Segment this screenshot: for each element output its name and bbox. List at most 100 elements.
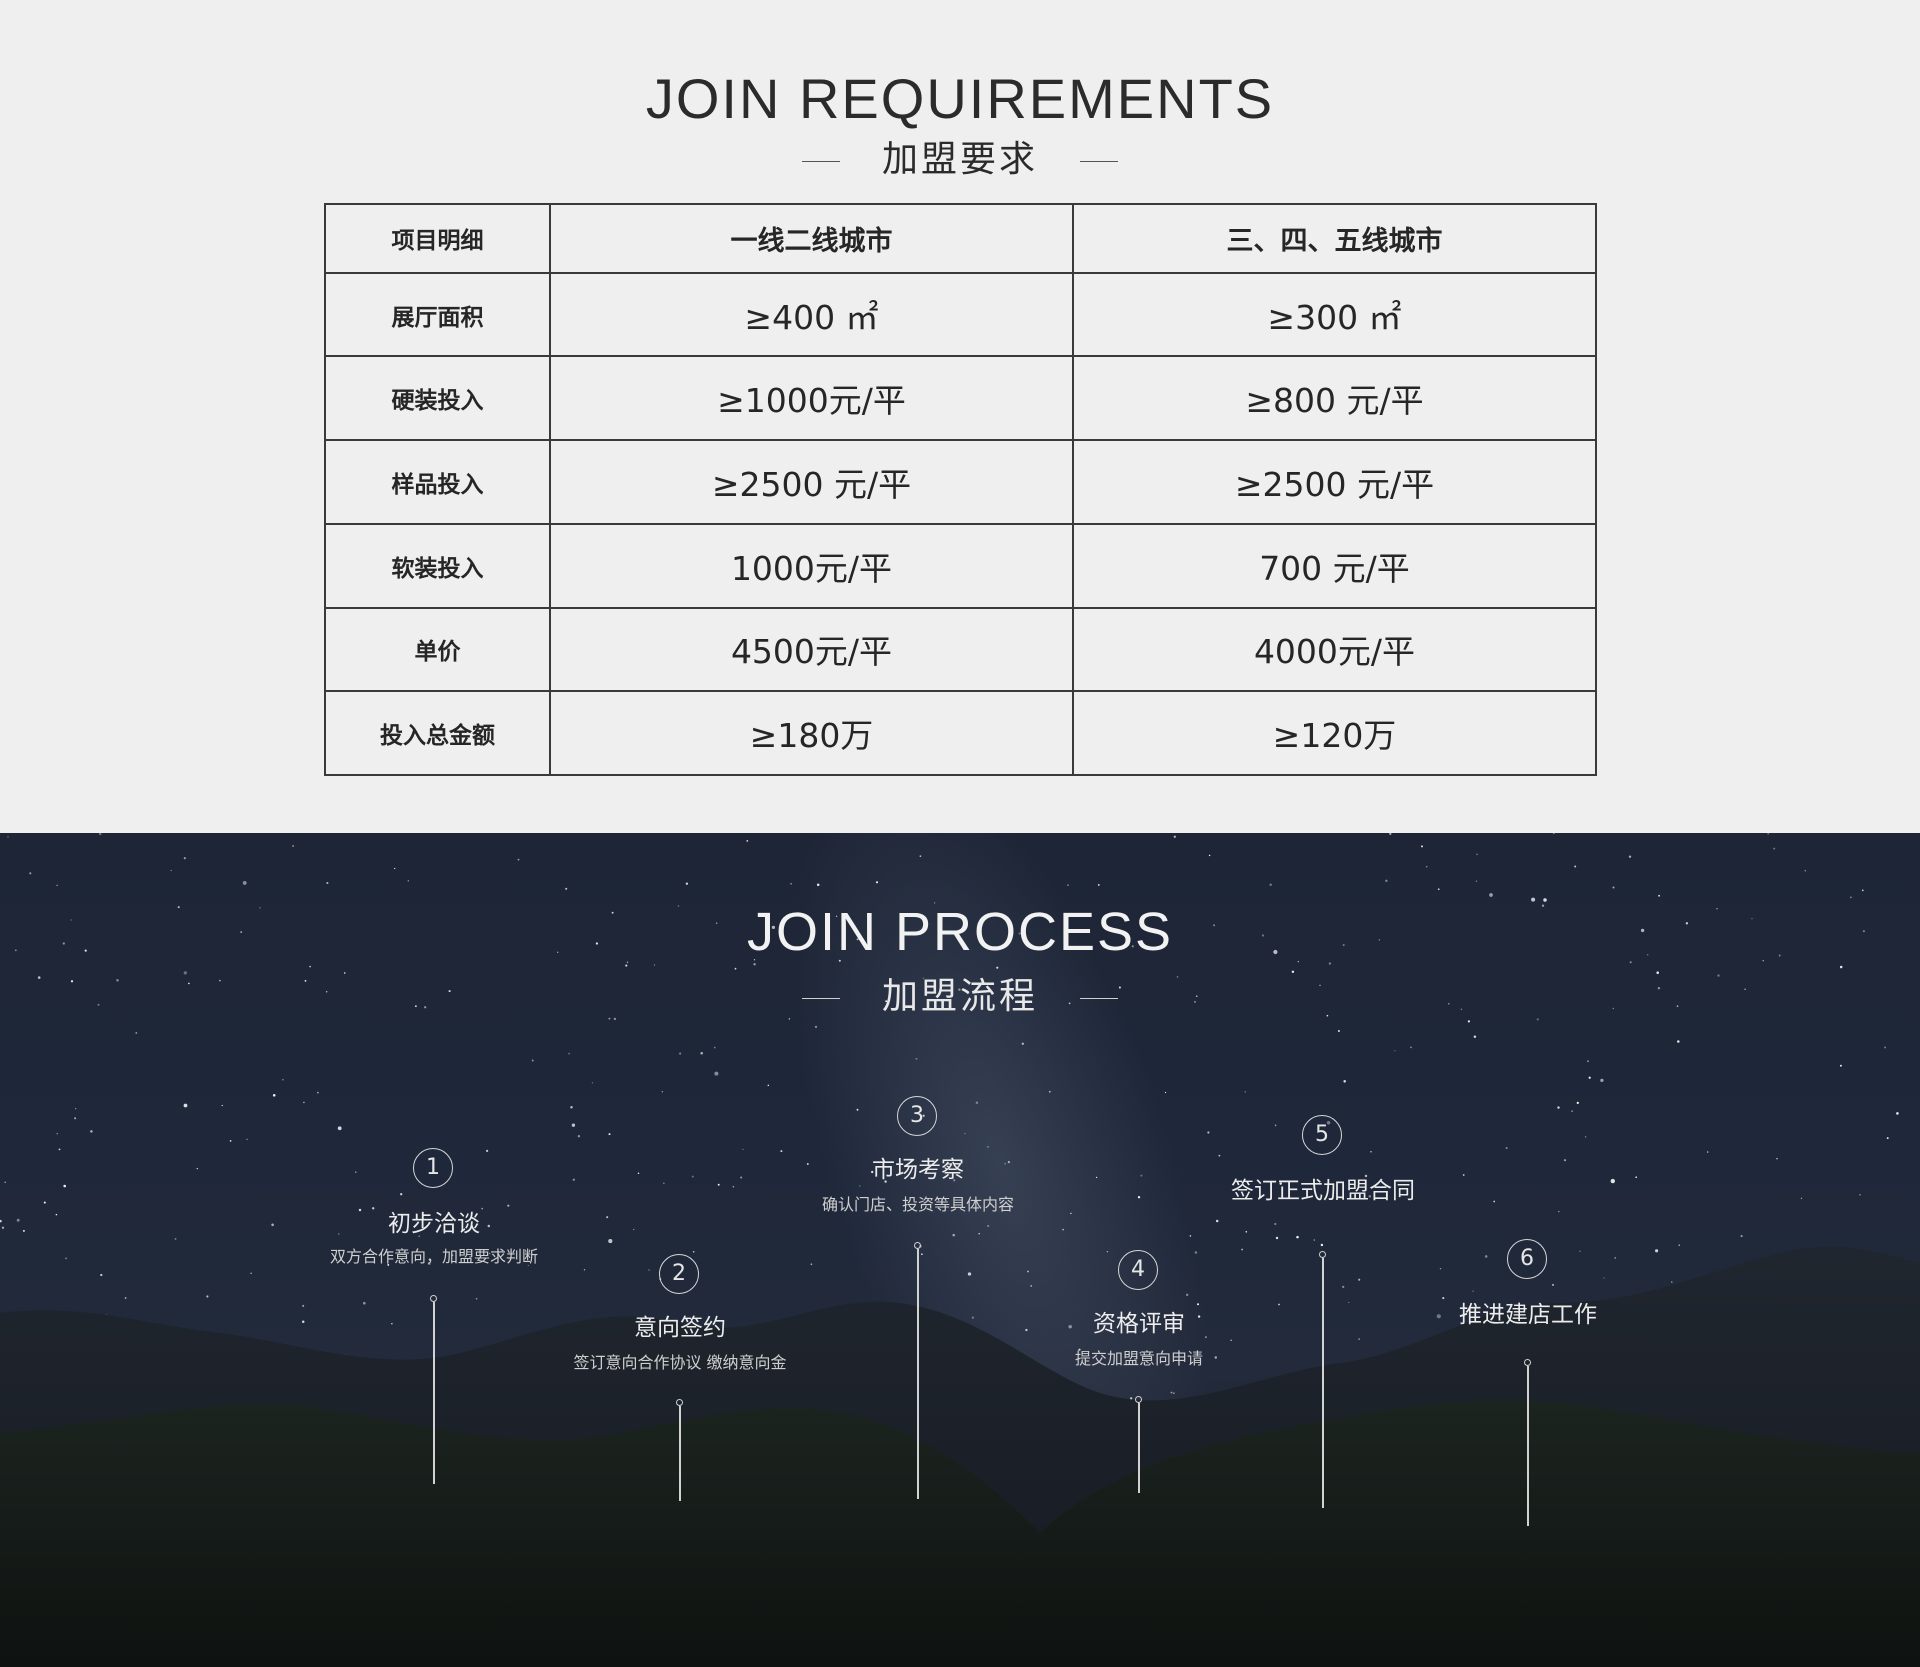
- star: [1551, 1283, 1555, 1286]
- star: [1370, 1151, 1372, 1153]
- star: [1484, 1255, 1488, 1258]
- tier12-value: 4500元/平: [549, 606, 1074, 693]
- star: [475, 1297, 478, 1300]
- star: [1274, 1124, 1277, 1127]
- star: [70, 919, 72, 921]
- star: [183, 971, 187, 975]
- star: [1658, 894, 1660, 897]
- star: [1628, 855, 1632, 858]
- star: [1558, 1210, 1560, 1213]
- star: [577, 1135, 581, 1138]
- star: [608, 1239, 613, 1244]
- star: [1204, 1336, 1207, 1339]
- star: [859, 1185, 861, 1187]
- star: [1208, 854, 1211, 857]
- divider-dash-left: [801, 997, 840, 999]
- tier12-value: ≥1000元/平: [549, 355, 1074, 442]
- star: [1007, 1161, 1010, 1164]
- table-row: 硬装投入 ≥1000元/平 ≥800 元/平: [324, 355, 1597, 442]
- star: [1677, 1040, 1680, 1043]
- star: [221, 1104, 223, 1107]
- star: [292, 844, 295, 847]
- star: [692, 1251, 695, 1253]
- star: [1640, 928, 1645, 933]
- star: [63, 1184, 67, 1188]
- star: [196, 1167, 198, 1170]
- table-header-row: 项目明细 一线二线城市 三、四、五线城市: [324, 203, 1597, 274]
- star: [1635, 1176, 1638, 1179]
- star: [1278, 1303, 1280, 1306]
- star: [1657, 987, 1661, 990]
- star: [448, 990, 451, 993]
- star: [1588, 1076, 1591, 1079]
- star: [1173, 1392, 1175, 1394]
- star: [557, 951, 559, 953]
- star: [387, 1263, 390, 1266]
- timeline-dot: [1319, 1251, 1326, 1258]
- star: [1656, 971, 1659, 974]
- star: [363, 1301, 366, 1305]
- star: [1655, 1249, 1659, 1253]
- step-description: 确认门店、投资等具体内容: [821, 1195, 1014, 1214]
- star: [1410, 1046, 1412, 1049]
- star: [943, 990, 945, 992]
- star: [1584, 1136, 1587, 1138]
- star: [1778, 954, 1781, 957]
- star: [424, 1006, 427, 1009]
- star: [1473, 1035, 1477, 1038]
- star: [1048, 1090, 1051, 1093]
- process-title: JOIN PROCESS: [746, 902, 1174, 962]
- star: [919, 855, 922, 858]
- star: [507, 1204, 510, 1207]
- star: [771, 925, 776, 930]
- star: [1021, 1042, 1024, 1045]
- star: [715, 922, 718, 924]
- timeline-dot: [430, 1295, 437, 1302]
- star: [1319, 984, 1321, 987]
- star: [1389, 833, 1392, 836]
- star: [74, 1117, 77, 1120]
- star: [301, 1320, 305, 1323]
- star: [358, 1208, 362, 1212]
- star: [90, 1130, 93, 1133]
- table-header-cell: 项目明细: [324, 203, 551, 274]
- star: [921, 1253, 923, 1256]
- star: [1241, 1248, 1243, 1251]
- night-sky-background: [0, 833, 1920, 1667]
- step-number-circle: 2: [659, 1254, 699, 1294]
- star: [742, 1148, 744, 1151]
- star: [1685, 922, 1689, 925]
- star: [1571, 1110, 1573, 1112]
- tier12-value: ≥2500 元/平: [549, 439, 1074, 525]
- tier12-value: ≥400 ㎡: [549, 271, 1074, 358]
- star: [531, 1059, 534, 1062]
- star: [37, 976, 41, 979]
- star: [343, 972, 346, 974]
- star: [1140, 1174, 1143, 1177]
- star: [1717, 974, 1720, 977]
- star: [16, 1218, 20, 1222]
- star: [1070, 1212, 1072, 1215]
- star: [1030, 1285, 1032, 1287]
- star: [303, 1101, 305, 1104]
- star: [613, 1017, 617, 1021]
- star: [1439, 1267, 1442, 1270]
- star: [14, 949, 17, 952]
- milky-way-glow: [792, 833, 1208, 1566]
- star: [177, 906, 180, 909]
- star: [608, 1017, 611, 1020]
- star: [246, 1138, 248, 1140]
- star: [1342, 1285, 1345, 1289]
- star: [1614, 1257, 1617, 1259]
- star: [84, 949, 87, 952]
- row-label: 展厅面积: [324, 271, 551, 358]
- star: [4, 1181, 6, 1183]
- timeline-line: [1138, 1403, 1140, 1493]
- star: [1475, 880, 1478, 882]
- step-number-circle: 3: [897, 1096, 937, 1136]
- star: [753, 959, 756, 961]
- star: [1130, 1397, 1133, 1400]
- step-number-circle: 1: [413, 1148, 453, 1188]
- star: [1328, 962, 1332, 965]
- star: [740, 1176, 743, 1179]
